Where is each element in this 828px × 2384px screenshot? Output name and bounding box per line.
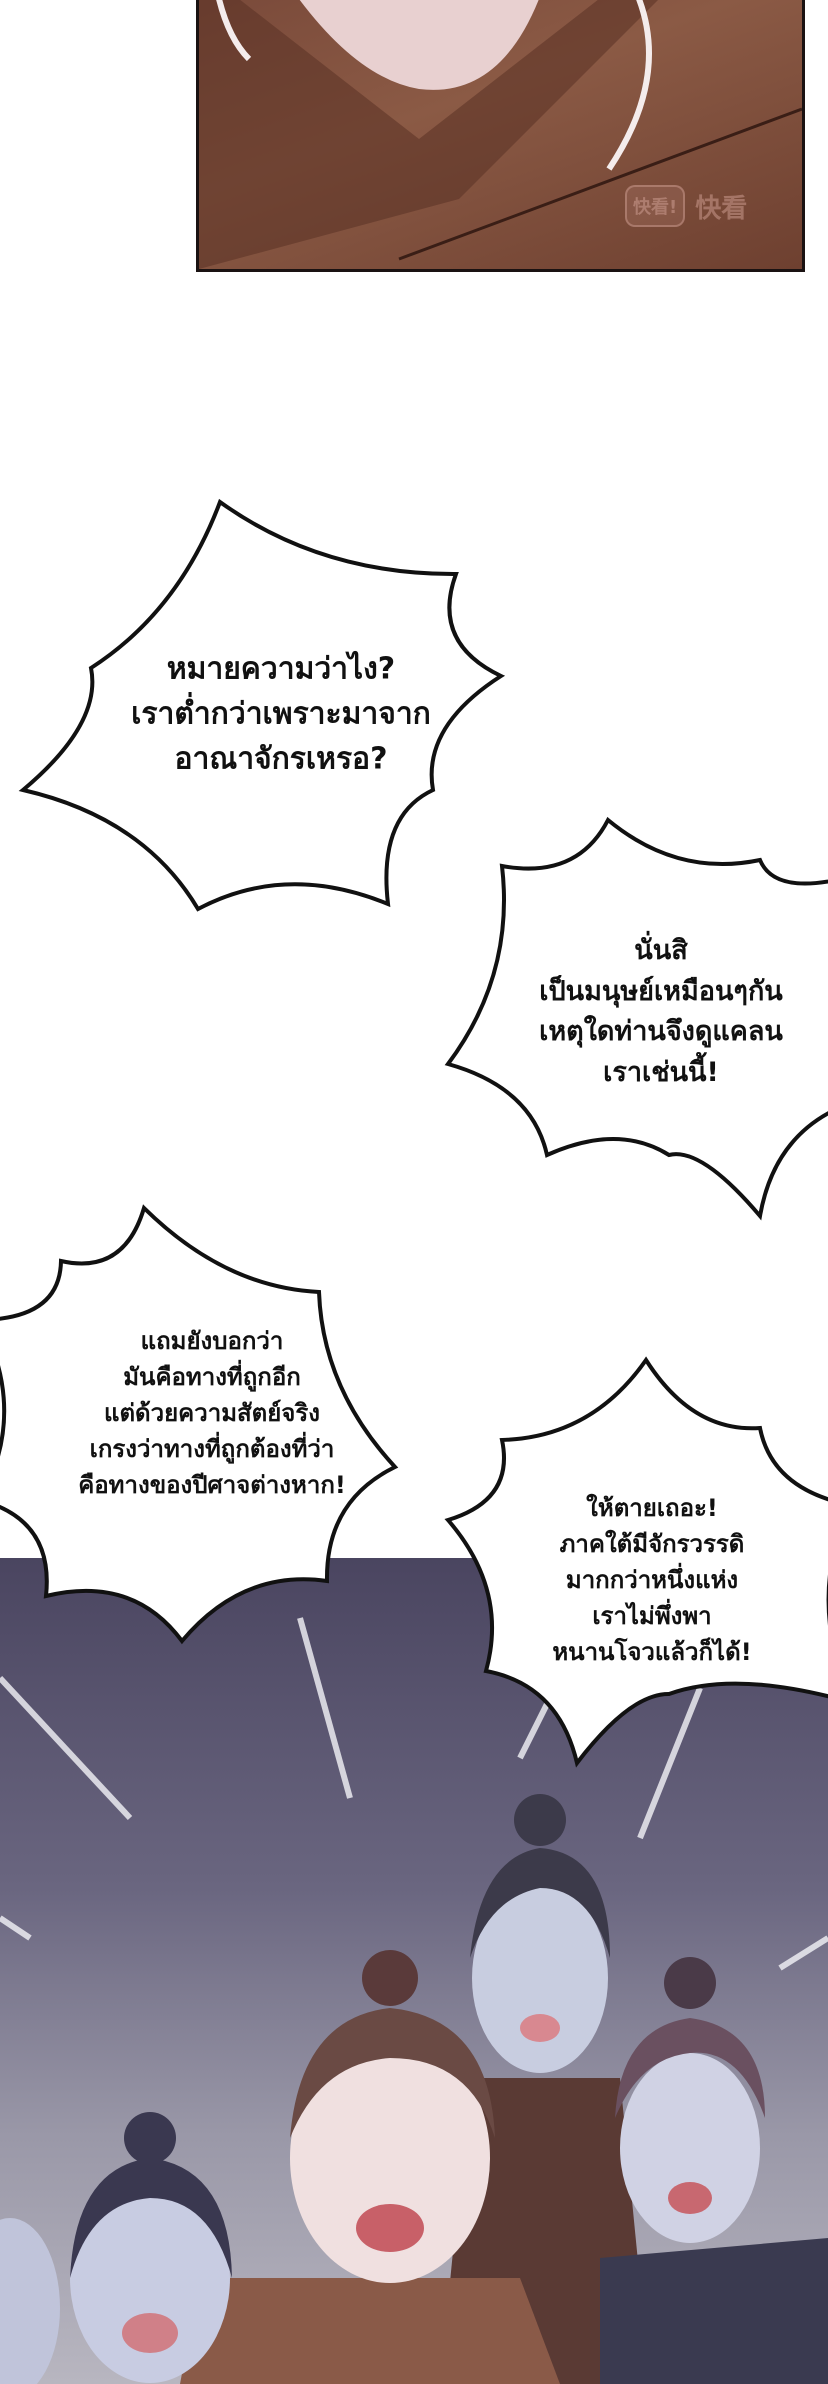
top-panel-robed-figure: 快看! 快看: [196, 0, 805, 272]
dialogue-line: เราต่ำกว่าเพราะมาจาก: [131, 696, 431, 732]
dialogue-line: เหตุใดท่านจึงดูแคลน: [539, 1016, 783, 1047]
dialogue-line: แต่ด้วยความสัตย์จริง: [104, 1399, 320, 1427]
dialogue-line: มากกว่าหนึ่งแห่ง: [565, 1566, 739, 1594]
bubble-2-text: นั่นสิ เป็นมนุษย์เหมือนๆกัน เหตุใดท่านจึ…: [539, 931, 783, 1093]
watermark-logo: 快看! 快看: [625, 185, 747, 227]
bubble-4-text: ให้ตายเถอะ! ภาคใต้มีจักรวรรดิ มากกว่าหนึ…: [552, 1490, 751, 1670]
robe-fold: [398, 107, 802, 261]
dialogue-line: เกรงว่าทางที่ถูกต้องที่ว่า: [89, 1435, 335, 1463]
crowd-member-left: [70, 2112, 232, 2383]
dialogue-line: ภาคใต้มีจักรวรรดิ: [559, 1530, 745, 1558]
speech-bubble-2: [444, 816, 828, 1221]
robe-collar: [199, 0, 658, 269]
bottom-panel-crowd: [0, 1558, 828, 2384]
hair-strand: [606, 0, 652, 171]
dialogue-line: แถมยังบอกว่า: [140, 1327, 284, 1355]
speech-bubble-4: [444, 1356, 828, 1768]
watermark-badge: 快看!: [625, 185, 686, 227]
speech-bubble-1: [18, 498, 506, 912]
dialogue-line: มันคือทางที่ถูกอีก: [123, 1363, 301, 1391]
bubble-3-text: แถมยังบอกว่า มันคือทางที่ถูกอีก แต่ด้วยค…: [78, 1323, 346, 1503]
dialogue-line: หนานโจวแล้วก็ได้!: [552, 1638, 752, 1666]
watermark-text: 快看: [695, 193, 748, 224]
dialogue-line: เป็นมนุษย์เหมือนๆกัน: [539, 975, 783, 1007]
bubble-1-text: หมายความว่าไง? เราต่ำกว่าเพราะมาจาก อาณา…: [131, 647, 431, 782]
hair-strand: [216, 0, 252, 62]
crowd-illustration: [0, 1617, 828, 2384]
dialogue-line: เราเช่นนี้!: [603, 1056, 719, 1088]
dialogue-line: เราไม่พึ่งพา: [592, 1602, 712, 1630]
dialogue-line: หมายความว่าไง?: [166, 651, 396, 687]
dialogue-line: นั่นสิ: [634, 935, 688, 966]
dialogue-line: ให้ตายเถอะ!: [586, 1494, 718, 1522]
dialogue-line: คือทางของปีศาจต่างหาก!: [78, 1471, 346, 1499]
crowd-member-right: [600, 1957, 828, 2384]
speech-bubble-3: [0, 1204, 399, 1645]
crowd-member-edge: [0, 2218, 60, 2384]
dialogue-line: อาณาจักรเหรอ?: [174, 741, 388, 777]
robe-illustration: [199, 0, 802, 269]
crowd-member-center: [180, 1950, 560, 2384]
neck-skin: [299, 0, 539, 90]
